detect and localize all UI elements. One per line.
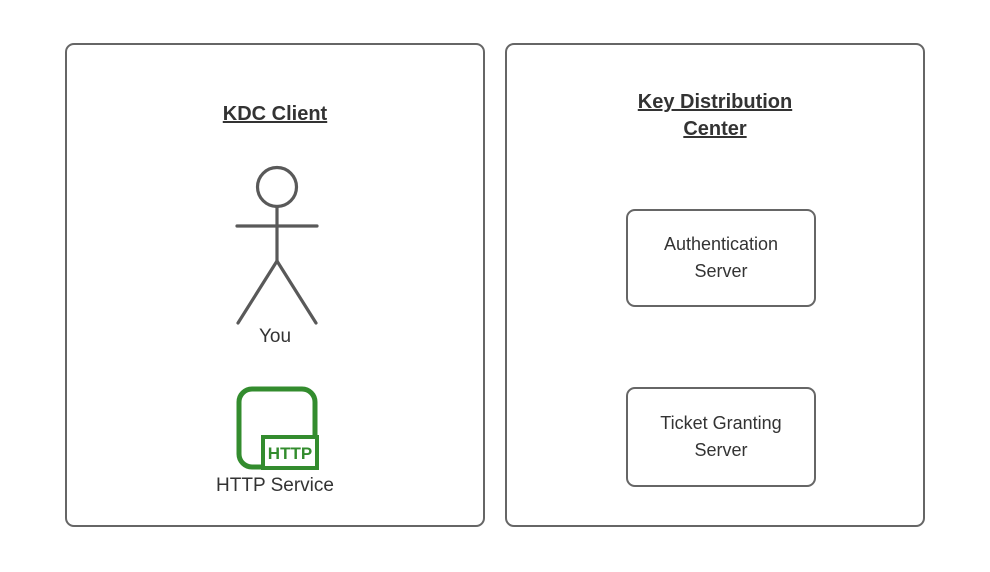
http-service-icon: HTTP: [236, 386, 319, 470]
key-distribution-center-title: Key Distribution Center: [637, 91, 793, 140]
actor-label: You: [258, 326, 292, 347]
authentication-server-box: Authentication Server: [626, 209, 816, 307]
ticket-granting-server-box: Ticket Granting Server: [626, 387, 816, 487]
person-icon: [235, 165, 319, 325]
person-head: [255, 165, 299, 209]
authentication-server-label: Authentication Server: [663, 234, 779, 281]
http-badge-frame: [261, 435, 319, 470]
key-distribution-center-panel: Key Distribution Center Authentication S…: [505, 43, 925, 527]
ticket-granting-server-label: Ticket Granting Server: [660, 413, 782, 460]
http-service-label: HTTP Service: [216, 475, 334, 496]
person-leg-right: [275, 259, 318, 325]
http-badge-label: HTTP: [268, 444, 312, 463]
kdc-client-panel: KDC Client You HTTP HTTP Service: [65, 43, 485, 527]
kdc-client-title: KDC Client: [222, 103, 328, 125]
person-leg-left: [236, 259, 279, 325]
